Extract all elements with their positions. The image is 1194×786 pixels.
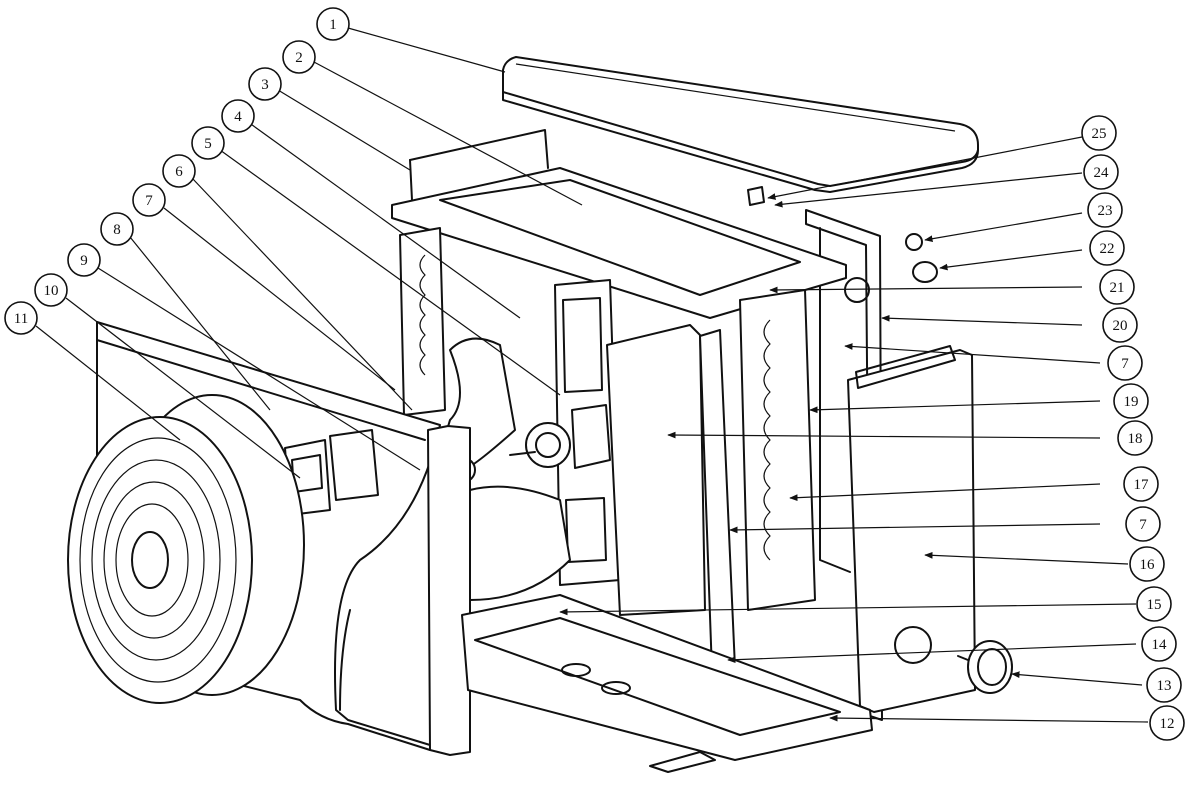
callout-label: 19 [1124,394,1139,410]
fan-grille [67,394,305,704]
callout-label: 25 [1092,126,1107,142]
callout-label: 20 [1113,318,1128,334]
front-corner-post [427,425,471,756]
electrical-box [554,279,706,616]
callout-14: 14 [1141,626,1177,662]
callout-20: 20 [1102,307,1138,343]
callout-label: 4 [234,109,242,125]
callout-16: 16 [1129,546,1165,582]
callout-8: 8 [100,212,134,246]
callout-label: 5 [204,136,212,152]
callout-label: 18 [1128,431,1143,447]
callout-10: 10 [34,273,68,307]
left-coil [399,227,446,416]
callout-label: 12 [1160,716,1175,732]
callout-9: 9 [67,243,101,277]
callout-2: 2 [282,40,316,74]
callout-label: 15 [1147,597,1162,613]
callout-label: 3 [261,77,269,93]
rear-side-panel [805,209,976,721]
callout-label: 8 [113,222,121,238]
callout-7-left: 7 [132,183,166,217]
gasket-fittings [747,186,938,283]
callout-19: 19 [1113,383,1149,419]
callout-12: 12 [1149,705,1185,741]
callout-7-right-bottom: 7 [1125,506,1161,542]
leader-lines [35,27,1149,723]
callout-6: 6 [162,154,196,188]
evaporator-coil [699,289,816,673]
callout-label: 21 [1110,280,1125,296]
callout-25: 25 [1081,115,1117,151]
callout-label: 22 [1100,241,1115,257]
callout-22: 22 [1089,230,1125,266]
callout-18: 18 [1117,420,1153,456]
callout-24: 24 [1083,154,1119,190]
callout-13: 13 [1146,667,1182,703]
callout-label: 23 [1098,203,1113,219]
callout-1: 1 [316,7,350,41]
callout-21: 21 [1099,269,1135,305]
callout-label: 2 [295,50,303,66]
callout-label: 7 [1121,356,1129,372]
callout-label: 11 [14,311,28,327]
water-connector [957,640,1013,694]
callout-7-right-top: 7 [1107,345,1143,381]
top-frame [391,129,847,319]
callout-23: 23 [1087,192,1123,228]
callout-label: 9 [80,253,88,269]
callout-17: 17 [1123,466,1159,502]
callout-label: 24 [1094,165,1110,181]
callout-label: 7 [145,193,153,209]
callout-label: 7 [1139,517,1147,533]
callout-label: 14 [1152,637,1168,653]
callout-5: 5 [191,126,225,160]
callout-label: 13 [1157,678,1172,694]
base-tray [461,594,873,773]
callout-label: 1 [329,17,337,33]
callout-3: 3 [248,67,282,101]
callout-4: 4 [221,99,255,133]
callout-label: 6 [175,164,183,180]
callout-label: 10 [44,283,59,299]
callout-15: 15 [1136,586,1172,622]
callout-11: 11 [4,301,38,335]
top-cover [502,56,979,193]
callout-label: 16 [1140,557,1156,573]
callout-label: 17 [1134,477,1150,493]
